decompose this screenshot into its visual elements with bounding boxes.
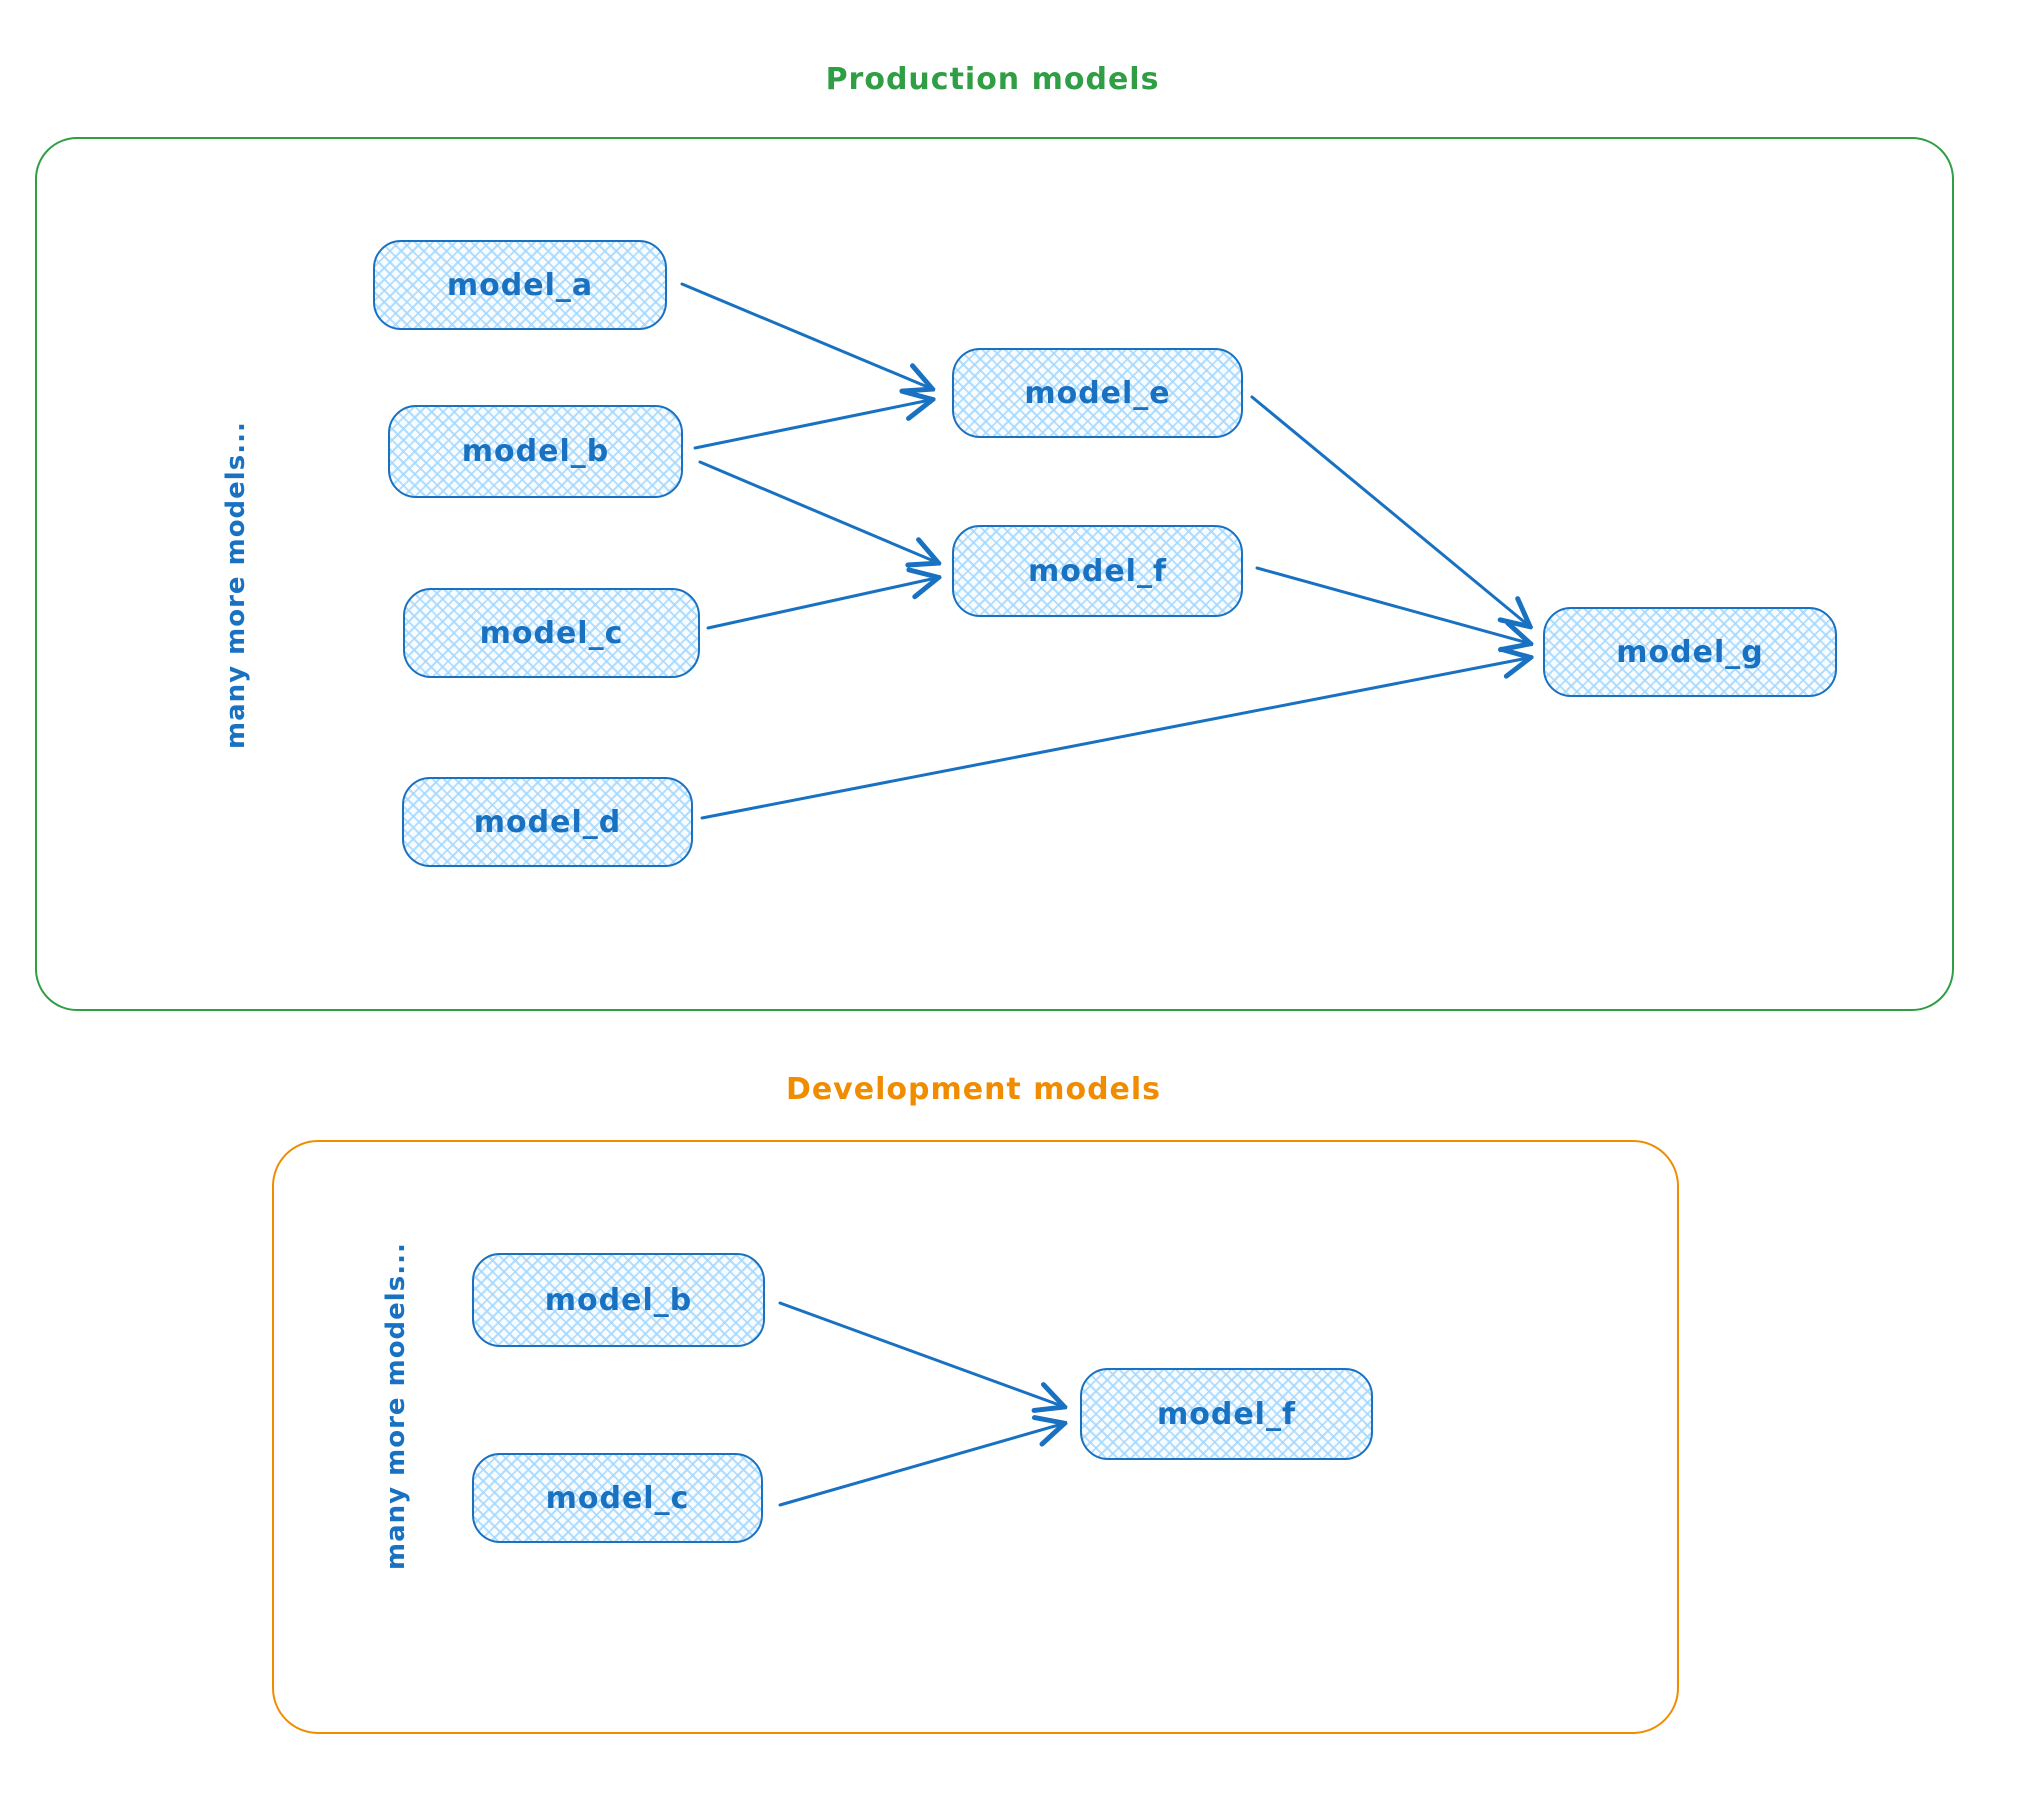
production-group-title: Production models <box>825 62 1160 97</box>
development-group-container <box>272 1140 1679 1734</box>
node-production-model-b: model_b <box>388 405 683 498</box>
node-label: model_g <box>1616 634 1764 670</box>
node-development-model-f: model_f <box>1080 1368 1373 1460</box>
production-group-container <box>35 137 1954 1011</box>
node-label: model_d <box>473 804 622 840</box>
node-production-model-g: model_g <box>1543 607 1837 697</box>
node-production-model-f: model_f <box>952 525 1243 617</box>
node-production-model-d: model_d <box>402 777 693 867</box>
node-development-model-b: model_b <box>472 1253 765 1347</box>
node-label: model_f <box>1027 553 1168 589</box>
development-side-label: many more models... <box>381 1242 411 1570</box>
node-production-model-a: model_a <box>373 240 667 330</box>
node-production-model-c: model_c <box>403 588 700 678</box>
production-side-label: many more models... <box>221 421 251 749</box>
node-label: model_b <box>461 434 610 469</box>
node-development-model-c: model_c <box>472 1453 763 1543</box>
node-label: model_a <box>446 267 594 303</box>
node-label: model_e <box>1024 375 1171 411</box>
node-label: model_f <box>1156 1396 1297 1432</box>
node-label: model_c <box>479 615 624 651</box>
node-label: model_b <box>544 1282 693 1318</box>
node-production-model-e: model_e <box>952 348 1243 438</box>
development-group-title: Development models <box>785 1072 1162 1107</box>
node-label: model_c <box>545 1480 690 1516</box>
